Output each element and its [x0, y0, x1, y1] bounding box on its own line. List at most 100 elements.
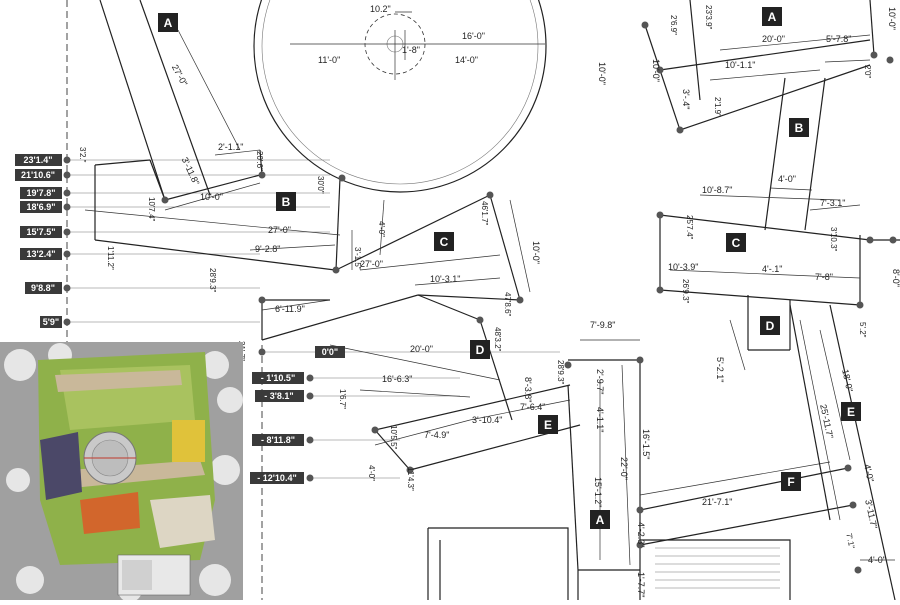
svg-text:3'-.4": 3'-.4"	[681, 89, 691, 109]
svg-text:10'-3.1": 10'-3.1"	[430, 274, 460, 284]
section-label-d-2: D	[760, 316, 780, 335]
svg-text:4'-1.1": 4'-1.1"	[595, 407, 605, 432]
svg-text:7'-3.1": 7'-3.1"	[820, 198, 845, 208]
svg-text:5'-2.1": 5'-2.1"	[715, 357, 725, 382]
svg-text:4'-0": 4'-0"	[868, 555, 886, 565]
svg-text:4'-2.3": 4'-2.3"	[636, 522, 646, 547]
site-plan-inset	[0, 342, 243, 602]
svg-text:14'-0": 14'-0"	[455, 55, 478, 65]
svg-text:10'-3.9": 10'-3.9"	[668, 262, 698, 272]
svg-text:9'8.8": 9'8.8"	[31, 283, 55, 293]
svg-text:46'1.7": 46'1.7"	[480, 201, 489, 226]
svg-text:10'-0": 10'-0"	[887, 7, 897, 30]
section-label-a-3: A	[590, 510, 610, 529]
svg-text:E: E	[544, 418, 552, 432]
svg-text:A: A	[596, 513, 605, 527]
section-label-b-1: B	[276, 192, 296, 211]
svg-text:28'9.3": 28'9.3"	[556, 360, 565, 385]
svg-text:27'-0": 27'-0"	[170, 63, 190, 88]
svg-text:5'9": 5'9"	[43, 317, 59, 327]
svg-text:4'-.1": 4'-.1"	[762, 264, 782, 274]
svg-text:7'-6.4": 7'-6.4"	[520, 402, 545, 412]
svg-text:7'-8": 7'-8"	[815, 272, 833, 282]
svg-text:10'-0": 10'-0"	[597, 62, 607, 85]
svg-text:16'-1.5": 16'-1.5"	[641, 429, 651, 459]
svg-text:5'.2": 5'.2"	[858, 322, 867, 338]
section-label-c-1: C	[434, 232, 454, 251]
section-label-a-2: A	[762, 7, 782, 26]
svg-text:C: C	[732, 236, 741, 250]
level-tag-4: 18'6.9"	[20, 201, 62, 213]
level-tag-2: 21'10.6"	[15, 169, 62, 181]
svg-text:10'5.5": 10'5.5"	[389, 425, 398, 450]
svg-text:47'8.6": 47'8.6"	[503, 292, 512, 317]
level-tag-11: - 3'8.1"	[255, 390, 304, 402]
level-tag-12: - 8'11.8"	[252, 434, 304, 446]
svg-text:C: C	[440, 235, 449, 249]
svg-text:1'-8": 1'-8"	[402, 45, 420, 55]
svg-text:19'7.8": 19'7.8"	[27, 188, 56, 198]
level-tag-8: 5'9"	[40, 316, 62, 328]
svg-text:5'-7.8": 5'-7.8"	[826, 34, 851, 44]
svg-text:16'-6.3": 16'-6.3"	[382, 374, 412, 384]
svg-text:23'3.9": 23'3.9"	[704, 5, 713, 30]
dimension-labels: 10.2" 1'-8" 11'-0" 16'-0" 14'-0" 10'-0" …	[78, 4, 900, 597]
svg-text:6'-11.9": 6'-11.9"	[275, 304, 305, 314]
svg-text:16'-0": 16'-0"	[462, 31, 485, 41]
svg-text:1'-7.7": 1'-7.7"	[636, 572, 646, 597]
svg-text:2'1.9": 2'1.9"	[713, 97, 722, 117]
svg-text:15'-1.2": 15'-1.2"	[593, 477, 603, 507]
svg-text:2'0": 2'0"	[863, 65, 872, 78]
svg-text:2'-1.1": 2'-1.1"	[218, 142, 243, 152]
section-label-b-2: B	[789, 118, 809, 137]
svg-text:21'-7.1": 21'-7.1"	[702, 497, 732, 507]
svg-text:48'3.2": 48'3.2"	[493, 327, 502, 352]
svg-text:23'1.4": 23'1.4"	[24, 155, 53, 165]
section-label-c-2: C	[726, 233, 746, 252]
svg-text:2'-9.7": 2'-9.7"	[595, 369, 605, 394]
section-label-d-1: D	[470, 340, 490, 359]
svg-text:- 1'10.5": - 1'10.5"	[261, 373, 295, 383]
svg-text:21'10.6": 21'10.6"	[21, 170, 55, 180]
svg-text:10'-1.1": 10'-1.1"	[725, 60, 755, 70]
svg-text:20'-0": 20'-0"	[410, 344, 433, 354]
svg-text:28'9.3": 28'9.3"	[208, 268, 217, 293]
svg-text:- 12'10.4": - 12'10.4"	[257, 473, 296, 483]
svg-text:20'-0": 20'-0"	[762, 34, 785, 44]
svg-text:10.2": 10.2"	[370, 4, 391, 14]
svg-text:4'-0": 4'-0"	[377, 221, 386, 237]
section-c-middle	[261, 194, 531, 421]
section-label-a-1: A	[158, 13, 178, 32]
svg-text:B: B	[795, 121, 804, 135]
svg-text:25'-11.7": 25'-11.7"	[818, 403, 835, 439]
svg-text:9'-2.8": 9'-2.8"	[255, 244, 280, 254]
svg-text:7'-9.8": 7'-9.8"	[590, 320, 615, 330]
level-tag-7: 9'8.8"	[25, 282, 62, 294]
svg-text:11'-0": 11'-0"	[318, 55, 340, 65]
svg-text:A: A	[164, 16, 173, 30]
svg-text:A: A	[768, 10, 777, 24]
svg-text:20'.6": 20'.6"	[255, 151, 264, 171]
circle-plaza	[253, 0, 547, 193]
section-a-lower	[427, 339, 854, 600]
svg-text:10'-0": 10'-0"	[531, 241, 541, 264]
svg-text:E: E	[847, 405, 855, 419]
svg-text:3'10.3": 3'10.3"	[829, 227, 838, 252]
svg-text:10'7.4": 10'7.4"	[147, 197, 156, 222]
svg-text:22'-0": 22'-0"	[619, 457, 629, 480]
svg-text:10'-0": 10'-0"	[200, 192, 223, 202]
svg-text:3'-10.4": 3'-10.4"	[472, 415, 502, 425]
svg-text:15'7.5": 15'7.5"	[27, 227, 56, 237]
level-tag-6: 13'2.4"	[20, 248, 62, 260]
svg-text:8'-3.8": 8'-3.8"	[523, 377, 533, 402]
svg-text:3'-1.5": 3'-1.5"	[353, 247, 362, 270]
svg-text:1'6.7": 1'6.7"	[338, 389, 347, 409]
svg-text:3'2.": 3'2."	[78, 147, 87, 163]
right-sections	[644, 0, 900, 601]
svg-text:30'0": 30'0"	[316, 176, 325, 194]
svg-text:- 8'11.8": - 8'11.8"	[261, 435, 295, 445]
svg-text:7'.1": 7'.1"	[844, 532, 856, 549]
svg-text:26'9.3": 26'9.3"	[681, 279, 690, 304]
